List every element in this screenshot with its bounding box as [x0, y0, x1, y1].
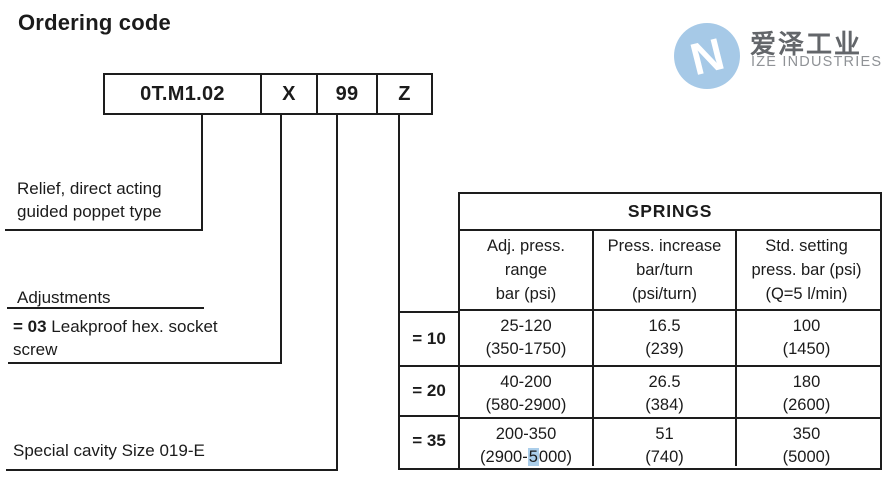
connector-vline-spring	[398, 114, 400, 313]
cell-range-35-paren: (2900-5000)	[480, 448, 572, 466]
connector-vline-adjustment	[280, 114, 282, 364]
ordering-code-row: 0T.M1.02 X 99 Z	[103, 73, 433, 115]
springs-row-10: 25-120 (350-1750) 16.5 (239) 100 (1450)	[460, 311, 880, 367]
page-title: Ordering code	[18, 10, 171, 35]
adjustment-option-code: = 03	[13, 317, 47, 336]
ordering-code-segment-model: 0T.M1.02	[140, 82, 225, 105]
cell-setting-35: 350 (5000)	[735, 419, 876, 466]
spring-code-35: = 35	[412, 430, 446, 450]
connector-vline-model	[201, 114, 203, 231]
col-header-std-setting: Std. setting press. bar (psi) (Q=5 l/min…	[735, 231, 876, 309]
springs-row-35: 200-350 (2900-5000) 51 (740) 350 (5000)	[460, 419, 880, 466]
relief-type-line1: Relief, direct acting	[17, 179, 162, 198]
col-header-press-increase: Press. increase bar/turn (psi/turn)	[592, 231, 735, 309]
spring-code-column: = 10 = 20 = 35	[398, 311, 460, 470]
springs-table: SPRINGS Adj. press. range bar (psi) Pres…	[458, 192, 882, 470]
springs-table-header-row: Adj. press. range bar (psi) Press. incre…	[460, 231, 880, 311]
relief-type-line2: guided poppet type	[17, 201, 162, 221]
springs-table-title: SPRINGS	[460, 194, 880, 231]
cell-range-35: 200-350 (2900-5000)	[460, 419, 592, 466]
connector-vline-cavity	[336, 114, 338, 471]
adjustment-option-desc: Leakproof hex. socket	[51, 317, 218, 336]
adjustment-option-line2: screw	[13, 339, 58, 359]
adjustments-heading: Adjustments	[17, 288, 111, 307]
spring-code-10: = 10	[400, 313, 458, 367]
special-cavity-leader-line	[6, 469, 338, 471]
ordering-code-segment-cavity: Z	[376, 75, 431, 113]
adjustment-leader-line	[8, 362, 282, 364]
springs-row-20: 40-200 (580-2900) 26.5 (384) 180 (2600)	[460, 367, 880, 419]
ordering-code-segment-adjustment: X	[260, 75, 316, 113]
col-header-adj-press-range: Adj. press. range bar (psi)	[487, 237, 565, 303]
special-cavity-label: Special cavity Size 019-E	[13, 441, 205, 460]
relief-type-label: Relief, direct acting guided poppet type	[17, 178, 162, 223]
cell-range-10: 25-120 (350-1750)	[485, 317, 567, 358]
cell-setting-10: 100 (1450)	[735, 311, 876, 365]
highlight-mark: 5	[527, 448, 539, 466]
logo-company-name-cn: 爱泽工业	[750, 29, 863, 59]
spring-code-20: = 20	[400, 367, 458, 417]
relief-underline	[5, 229, 203, 231]
logo-company-name-en: IZE INDUSTRIES	[751, 54, 883, 70]
cell-increase-35: 51 (740)	[592, 419, 735, 466]
ordering-code-segment-spring: 99	[316, 75, 376, 113]
adjustments-underline	[7, 307, 204, 309]
cell-increase-10: 16.5 (239)	[592, 311, 735, 365]
cell-increase-20: 26.5 (384)	[592, 367, 735, 417]
cell-range-20: 40-200 (580-2900)	[485, 373, 567, 414]
cell-setting-20: 180 (2600)	[735, 367, 876, 417]
adjustment-option-line1: = 03 Leakproof hex. socket	[13, 316, 218, 339]
adjustment-option-03: = 03 Leakproof hex. socket screw	[13, 316, 218, 361]
ize-logo-icon: N	[674, 23, 740, 89]
